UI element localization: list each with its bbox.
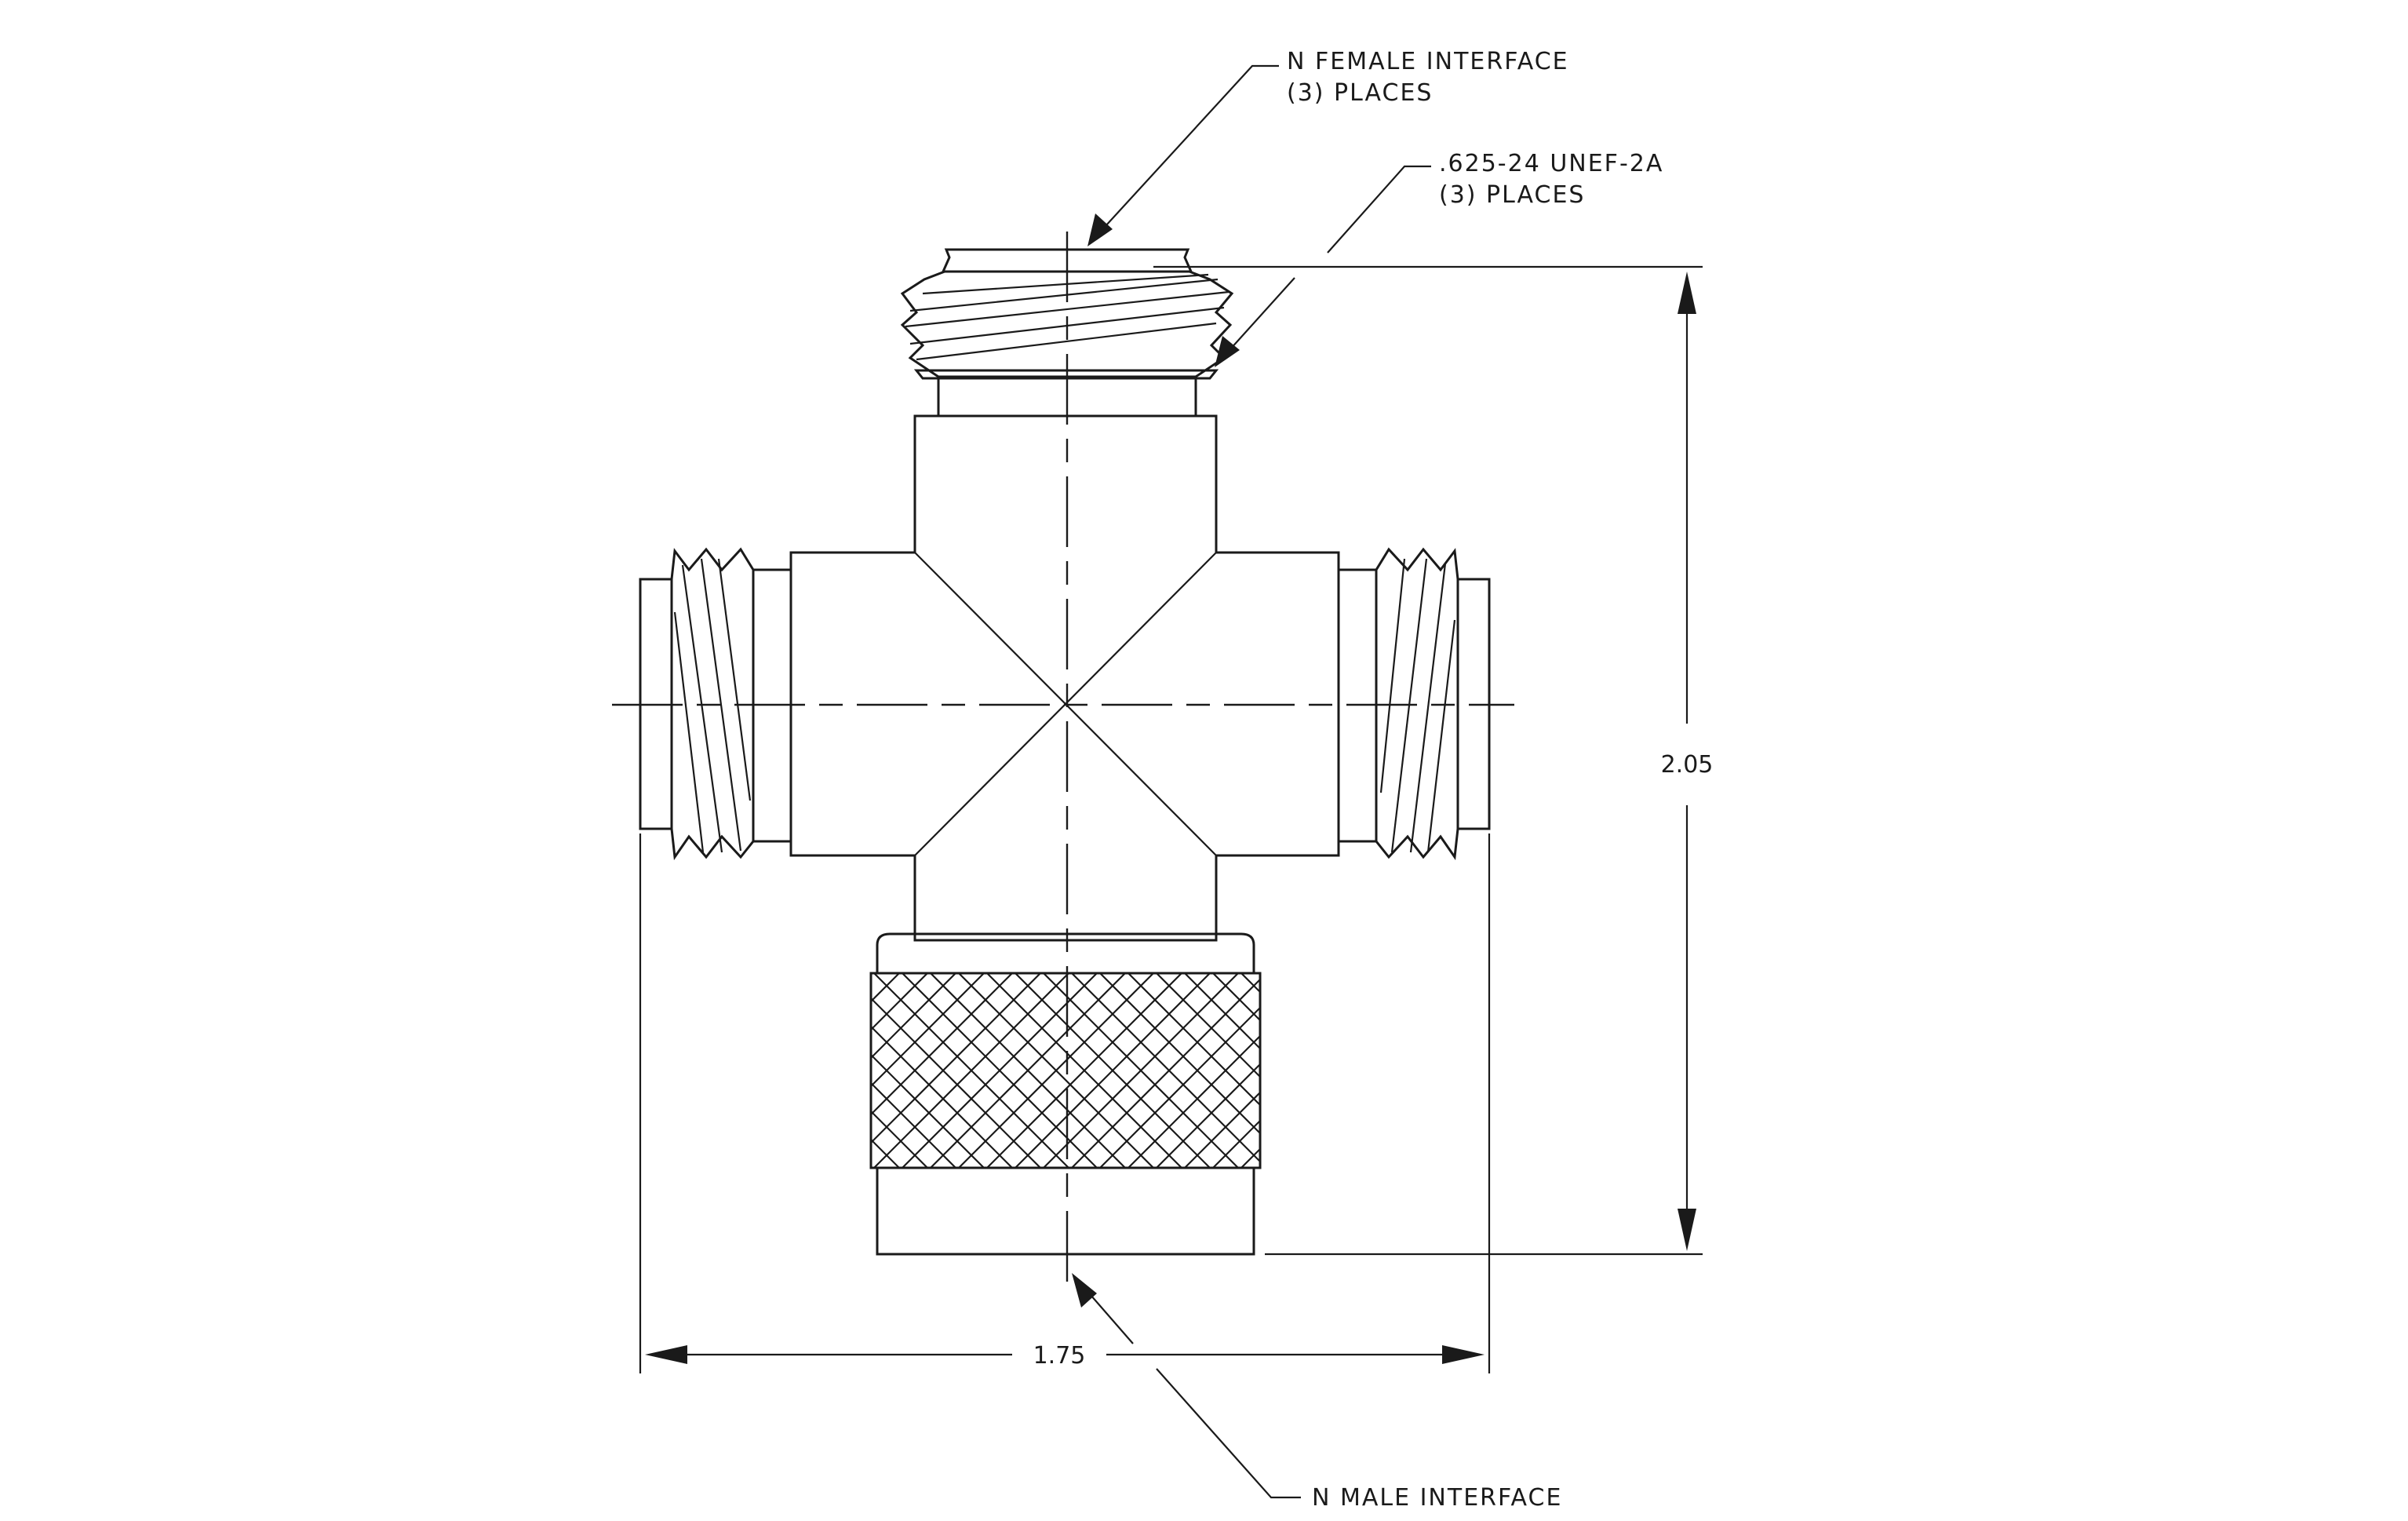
- knurl-line: [1184, 973, 1260, 1050]
- knurl-line: [871, 1110, 928, 1168]
- female-interface-label-1: N FEMALE INTERFACE: [1287, 48, 1569, 75]
- female-interface-label-2: (3) PLACES: [1287, 79, 1433, 107]
- knurl-line: [958, 973, 1154, 1168]
- cross-body: [789, 414, 1340, 942]
- knurl-line: [1439, 973, 1634, 1168]
- knurl-line: [1212, 973, 1260, 1022]
- thread-spec-label-1: .625-24 UNEF-2A: [1439, 150, 1663, 177]
- knurl-line: [1326, 973, 1521, 1168]
- center-lines: [612, 232, 1514, 1287]
- knurl-line: [1015, 973, 1211, 1168]
- male-interface-callout: N MALE INTERFACE: [1072, 1273, 1562, 1512]
- right-female-port: [1337, 547, 1491, 861]
- knurl-line: [871, 1081, 956, 1168]
- knurl-line: [1240, 1147, 1260, 1168]
- knurl-line: [1043, 973, 1239, 1168]
- knurl-line: [1326, 973, 1521, 1168]
- left-female-port: [639, 547, 792, 861]
- thread-spec-label-2: (3) PLACES: [1439, 181, 1585, 209]
- knurl-line: [1099, 1006, 1260, 1168]
- knurl-line: [1354, 973, 1549, 1168]
- knurl-line: [873, 973, 1069, 1168]
- knurl-line: [871, 973, 1013, 1116]
- top-female-port: [900, 248, 1234, 418]
- knurl-line: [871, 973, 872, 975]
- knurl-line: [1298, 973, 1492, 1168]
- knurl-line: [1212, 1119, 1260, 1168]
- knurl-line: [930, 973, 1126, 1168]
- knurl-line: [1184, 1091, 1260, 1168]
- knurl-line: [1240, 973, 1260, 994]
- bottom-male-nut: [869, 932, 1634, 1256]
- male-interface-label: N MALE INTERFACE: [1312, 1484, 1562, 1512]
- female-interface-callout: N FEMALE INTERFACE (3) PLACES: [1087, 48, 1569, 246]
- knurl-line: [871, 973, 928, 1031]
- width-dimension: 1.75: [639, 833, 1491, 1373]
- knurl-line: [1127, 1034, 1260, 1168]
- knurl-line: [871, 973, 1041, 1144]
- knurl-line: [1411, 973, 1605, 1168]
- knurl-line: [1411, 973, 1605, 1168]
- width-dimension-value: 1.75: [1033, 1342, 1086, 1370]
- knurl-line: [1383, 973, 1577, 1168]
- knurl-line: [902, 973, 1098, 1168]
- knurl-pattern: [871, 973, 1634, 1168]
- knurl-line: [1270, 973, 1464, 1168]
- knurl-line: [1156, 1063, 1260, 1168]
- knurl-line: [1439, 973, 1634, 1168]
- knurl-line: [1270, 973, 1464, 1168]
- knurl-line: [871, 973, 985, 1088]
- thread-spec-callout: .625-24 UNEF-2A (3) PLACES: [1215, 150, 1663, 367]
- height-dimension-value: 2.05: [1661, 751, 1714, 779]
- knurl-line: [986, 973, 1182, 1168]
- knurl-line: [871, 1166, 872, 1168]
- knurl-line: [1354, 973, 1549, 1168]
- knurl-line: [1071, 978, 1260, 1168]
- knurl-line: [1383, 973, 1577, 1168]
- height-dimension: 2.05: [1153, 265, 1714, 1256]
- knurl-line: [871, 973, 956, 1060]
- knurl-line: [1298, 973, 1492, 1168]
